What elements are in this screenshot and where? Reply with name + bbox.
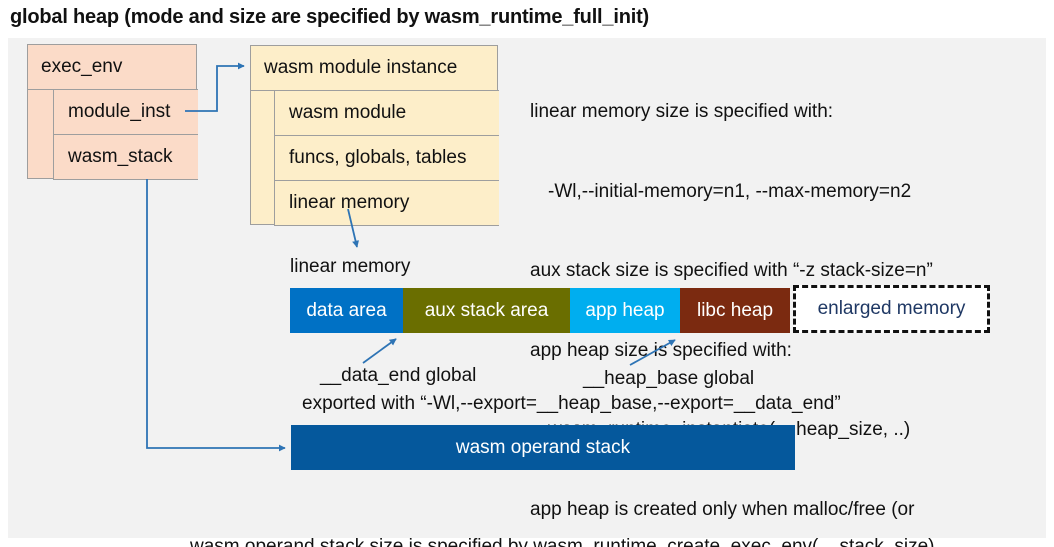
note-line: wasm operand stack size is specified by … <box>190 536 935 547</box>
diagram-title: global heap (mode and size are specified… <box>10 6 649 28</box>
linear-memory-label: linear memory <box>290 256 411 277</box>
note-line: app heap is created only when malloc/fre… <box>530 498 915 520</box>
data-end-global-label: __data_end global <box>320 365 477 386</box>
exec-env-box: exec_env module_inst wasm_stack <box>27 44 198 180</box>
note-line: linear memory size is specified with: <box>530 101 834 122</box>
segment-app-heap: app heap <box>570 288 680 333</box>
heap-base-global-label: __heap_base global <box>583 368 755 389</box>
segment-enlarged-memory: enlarged memory <box>793 285 990 333</box>
wasm-operand-stack-bar: wasm operand stack <box>291 425 795 470</box>
segment-libc-heap: libc heap <box>680 288 790 333</box>
module-instance-box: wasm module instance wasm module funcs, … <box>250 45 499 226</box>
module-instance-field-wasm-module: wasm module <box>274 90 499 136</box>
segment-aux-stack-area: aux stack area <box>403 288 570 333</box>
exec-env-header: exec_env <box>28 45 196 90</box>
module-instance-header: wasm module instance <box>251 46 497 91</box>
note-line: -Wl,--initial-memory=n1, --max-memory=n2 <box>548 180 912 202</box>
exec-env-field-wasm-stack: wasm_stack <box>53 134 198 180</box>
note-line: app heap size is specified with: <box>530 339 792 361</box>
operand-stack-notes: wasm operand stack size is specified by … <box>190 481 935 547</box>
exec-env-field-module-inst: module_inst <box>53 89 198 135</box>
exported-with-label: exported with “-Wl,--export=__heap_base,… <box>302 393 841 414</box>
segment-data-area: data area <box>290 288 403 333</box>
module-instance-field-linear-memory: linear memory <box>274 180 499 226</box>
module-instance-field-funcs-globals-tables: funcs, globals, tables <box>274 135 499 181</box>
note-line: aux stack size is specified with “-z sta… <box>530 260 933 281</box>
